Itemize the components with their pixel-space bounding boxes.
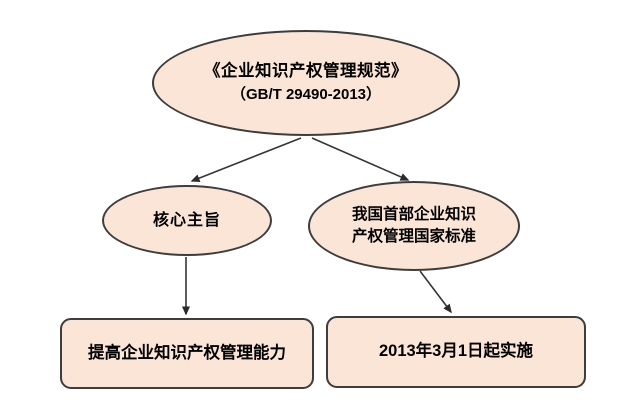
node-standard-title: 《企业知识产权管理规范》 （GB/T 29490-2013） [152, 30, 460, 136]
arrow-top-to-core [190, 137, 302, 182]
node-implementation-date: 2013年3月1日起实施 [326, 316, 586, 388]
arrow-top-to-first [311, 137, 410, 181]
arrow-first-to-date [419, 270, 452, 314]
node-improve-capability: 提高企业知识产权管理能力 [60, 318, 314, 389]
first-standard-line1: 我国首部企业知识 [351, 205, 476, 223]
standard-title-text: 《企业知识产权管理规范》 [204, 62, 408, 81]
first-standard-line2: 产权管理国家标准 [351, 228, 476, 245]
node-first-national-standard: 我国首部企业知识 产权管理国家标准 [308, 181, 520, 271]
implementation-date-text: 2013年3月1日起实施 [378, 342, 534, 361]
node-core-purpose: 核心主旨 [102, 185, 272, 256]
standard-number-text: （GB/T 29490-2013） [230, 86, 382, 104]
improve-capability-text: 提高企业知识产权管理能力 [88, 343, 286, 362]
core-purpose-text: 核心主旨 [152, 211, 221, 229]
